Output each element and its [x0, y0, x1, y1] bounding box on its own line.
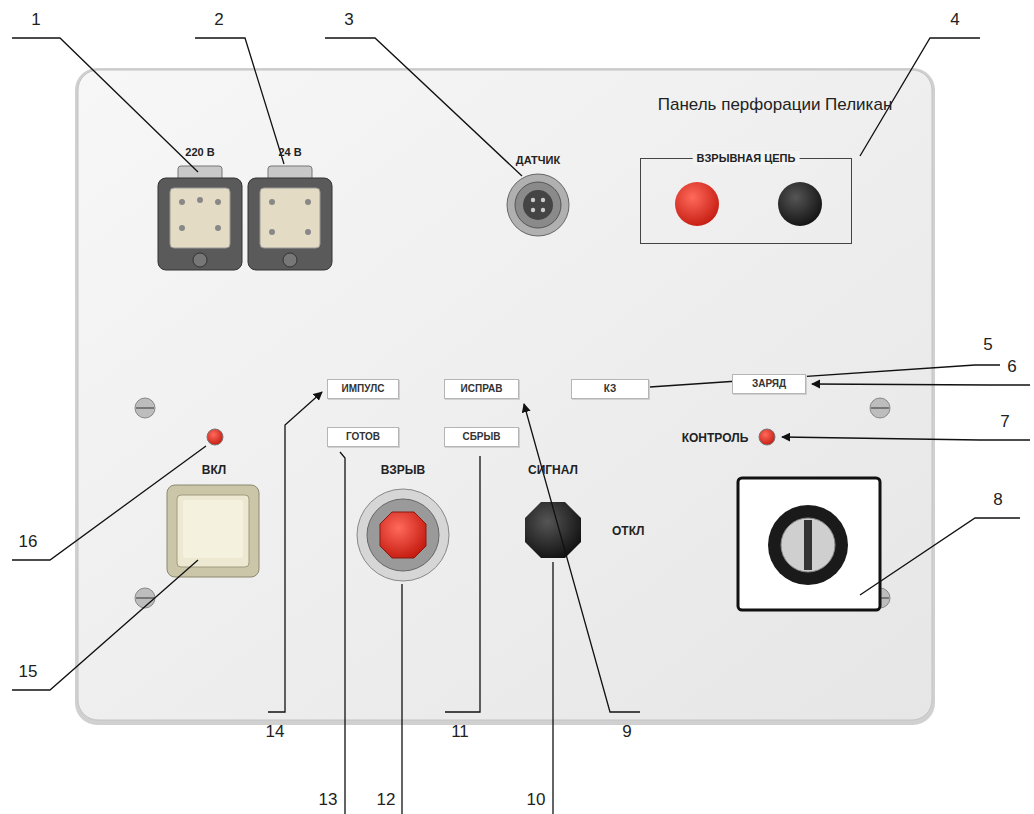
callout-number: 4 — [950, 10, 959, 30]
callout-number: 2 — [214, 10, 223, 30]
control-label: ОТКЛ — [612, 524, 644, 538]
control-led — [759, 429, 775, 445]
indicator-label: ИСПРАВ — [445, 380, 518, 398]
callout-number: 5 — [983, 335, 992, 355]
callout-number: 9 — [622, 722, 631, 742]
indicator-label: ГОТОВ — [328, 428, 398, 446]
connector-label: 220 В — [185, 146, 214, 158]
callout-number: 14 — [266, 722, 285, 742]
power-switch — [167, 485, 259, 577]
key-switch — [738, 478, 880, 610]
group-title: ВЗРЫВНАЯ ЦЕПЬ — [693, 151, 800, 165]
terminal-group: ВЗРЫВНАЯ ЦЕПЬ — [640, 158, 852, 244]
indicator-box: ИСПРАВ — [444, 379, 519, 399]
indicator-label: КЗ — [572, 380, 648, 398]
indicator-box: ЗАРЯД — [732, 374, 806, 394]
callout-number: 15 — [19, 662, 38, 682]
power-connector-220 — [158, 166, 242, 270]
control-label: ВЗРЫВ — [381, 463, 425, 477]
callout-number: 6 — [1007, 357, 1016, 377]
callout-number: 1 — [31, 10, 40, 30]
callout-number: 13 — [319, 790, 338, 810]
power-connector-24 — [248, 166, 332, 270]
control-label: ВКЛ — [202, 463, 226, 477]
callout-number: 10 — [527, 790, 546, 810]
callout-number: 8 — [993, 490, 1002, 510]
sensor-connector — [507, 174, 569, 236]
indicator-label: ИМПУЛС — [328, 380, 398, 398]
control-label: КОНТРОЛЬ — [682, 431, 749, 445]
callout-number: 11 — [451, 722, 469, 742]
callout-number: 3 — [344, 10, 353, 30]
indicator-box: СБРЫВ — [444, 427, 519, 447]
indicator-label: СБРЫВ — [445, 428, 518, 446]
callout-number: 12 — [377, 790, 396, 810]
panel-shadow — [75, 68, 935, 725]
panel-plate — [78, 70, 932, 720]
red-terminal — [675, 182, 719, 226]
indicator-box: ГОТОВ — [327, 427, 399, 447]
connector-label: 24 В — [278, 146, 301, 158]
callout-number: 7 — [1000, 412, 1009, 432]
control-label: СИГНАЛ — [528, 463, 578, 477]
blast-button — [357, 489, 449, 581]
panel-title: Панель перфорации Пеликан — [658, 95, 893, 115]
leader-lines — [12, 38, 1030, 814]
indicator-label: ЗАРЯД — [733, 375, 805, 393]
callout-number: 16 — [19, 532, 38, 552]
indicator-box: КЗ — [571, 379, 649, 399]
black-terminal — [778, 182, 822, 226]
on-led — [207, 429, 223, 445]
signal-button — [525, 502, 581, 558]
indicator-box: ИМПУЛС — [327, 379, 399, 399]
connector-label: ДАТЧИК — [516, 154, 560, 166]
